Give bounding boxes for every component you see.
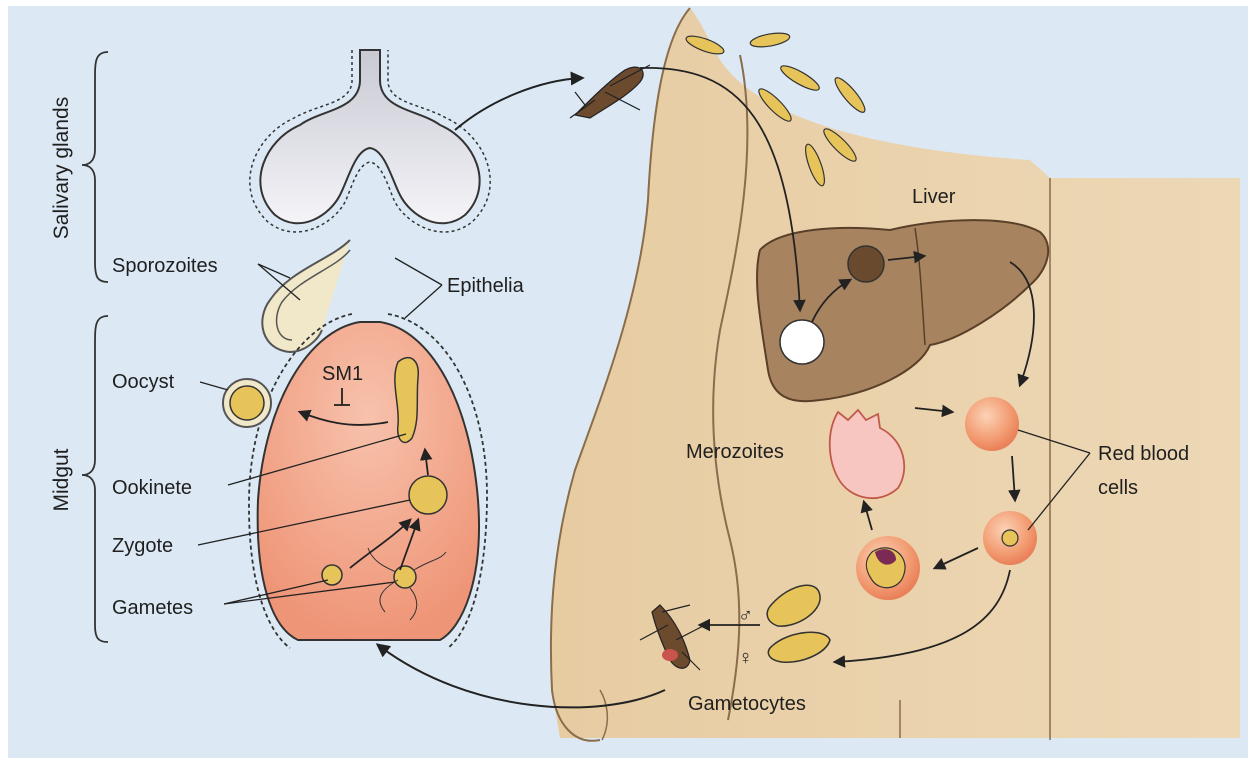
sm1-label: SM1 (322, 363, 363, 385)
female-gamete (322, 565, 342, 585)
sporozoites-label: Sporozoites (112, 255, 218, 277)
gametes-label: Gametes (112, 597, 193, 619)
male-gamete (394, 566, 416, 588)
oocyst-label: Oocyst (112, 371, 175, 393)
midgut-label: Midgut (50, 448, 73, 511)
male-symbol: ♂ (738, 605, 753, 627)
epithelia-label: Epithelia (447, 275, 525, 297)
red-blood-cells-label-line1: Red blood (1098, 443, 1189, 465)
merozoites-label: Merozoites (686, 441, 784, 463)
ookinete-label: Ookinete (112, 477, 192, 499)
female-symbol: ♀ (738, 647, 753, 669)
salivary-glands-label: Salivary glands (50, 97, 73, 239)
gametocytes-label: Gametocytes (688, 693, 806, 715)
zygote-label: Zygote (112, 535, 173, 557)
liver-schizont (848, 246, 884, 282)
infected-hepatocyte (780, 320, 824, 364)
red-blood-cells-label-line2: cells (1098, 477, 1138, 499)
liver-label: Liver (912, 186, 956, 208)
rbc-uninfected (965, 397, 1019, 451)
ookinete-cell (395, 358, 418, 443)
zygote-cell (409, 476, 447, 514)
